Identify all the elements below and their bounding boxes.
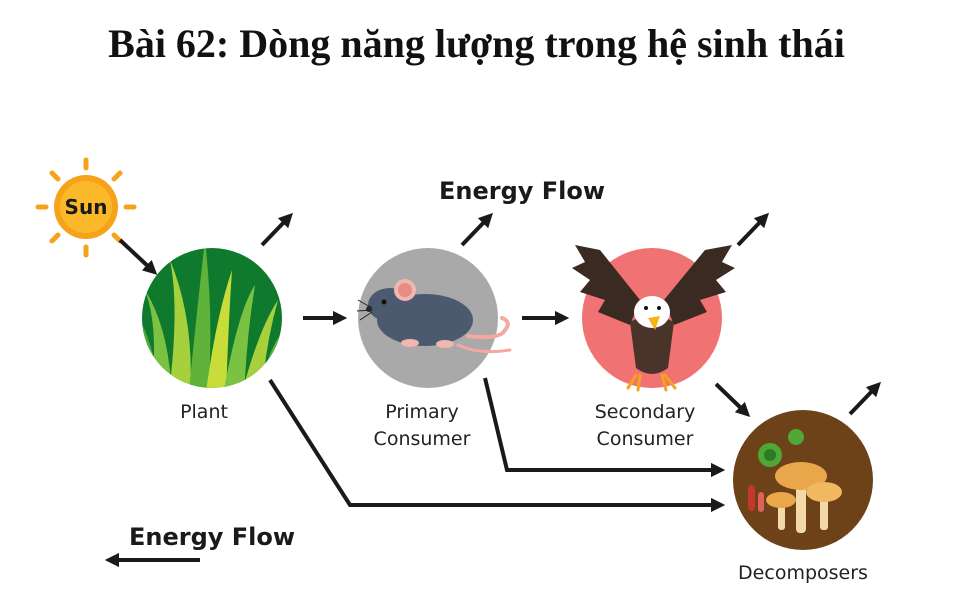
- arrow-secondary-heat: [736, 212, 769, 247]
- arrow-plant-heat: [260, 212, 293, 247]
- page-title: Bài 62: Dòng năng lượng trong hệ sinh th…: [108, 21, 845, 66]
- sun-label: Sun: [65, 195, 108, 219]
- energy-flow-bottom-label: Energy Flow: [129, 523, 295, 551]
- arrow-sun-to-plant: [118, 238, 158, 275]
- secondary-label-line2: Consumer: [597, 428, 694, 450]
- plant-node: [142, 248, 282, 388]
- mouse-icon: [356, 279, 512, 354]
- sun-icon: [35, 157, 137, 258]
- arrow-primary-heat: [460, 212, 493, 247]
- decomposers-node: [733, 410, 873, 550]
- energy-flow-top-label: Energy Flow: [439, 177, 605, 205]
- secondary-consumer-node: [572, 245, 735, 392]
- flow-arrows: [104, 212, 881, 568]
- eagle-icon: [572, 245, 735, 392]
- arrow-decomposers-heat: [848, 381, 881, 416]
- primary-label-line1: Primary: [385, 401, 458, 423]
- primary-label-line2: Consumer: [374, 428, 471, 450]
- arrow-secondary-to-decomposers: [714, 382, 751, 418]
- mushroom-icon: [766, 462, 842, 533]
- arrow-primary-to-decomposers: [483, 377, 726, 478]
- secondary-label-line1: Secondary: [595, 401, 696, 423]
- arrow-plant-to-decomposers: [268, 378, 726, 513]
- decomposers-label: Decomposers: [738, 562, 868, 584]
- plant-label: Plant: [180, 401, 228, 423]
- primary-consumer-node: [356, 248, 512, 388]
- bacteria-icon: [748, 429, 804, 512]
